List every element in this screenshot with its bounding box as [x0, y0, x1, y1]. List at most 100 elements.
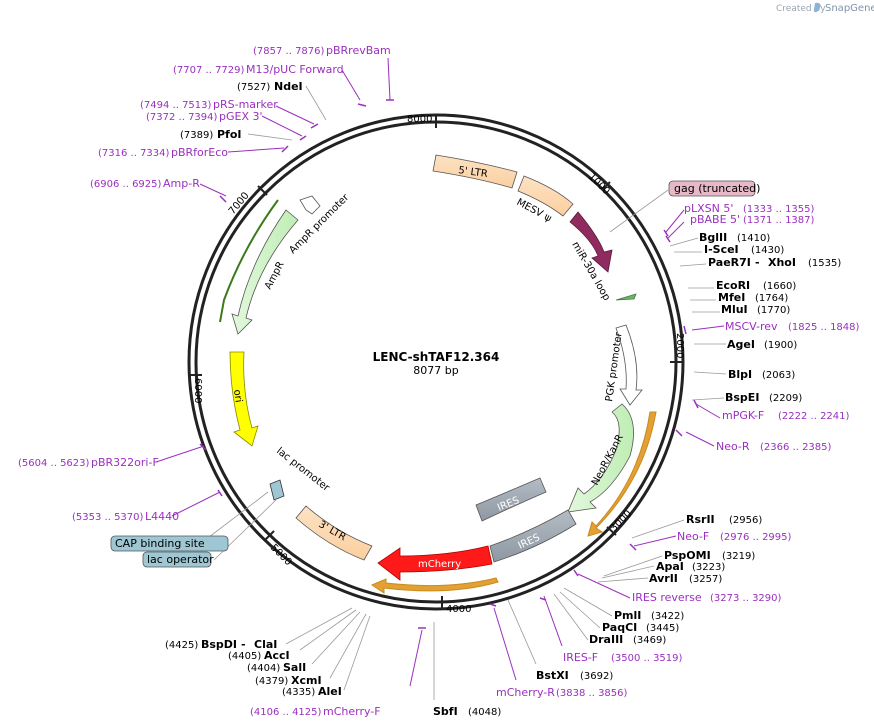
label-xhoi[interactable]: XhoI — [768, 256, 796, 269]
label-pfoi[interactable]: PfoI — [217, 128, 242, 141]
label-bspei-pos: (2209) — [769, 393, 802, 404]
label-mlui[interactable]: MluI — [721, 303, 748, 316]
feature-ori[interactable]: ori — [229, 351, 259, 447]
label-mcherryf[interactable]: mCherry-F — [323, 705, 381, 718]
label-mcherryf-pos: (4106 .. 4125) — [250, 707, 322, 718]
label-alei[interactable]: AleI — [318, 685, 342, 698]
label-sali[interactable]: SalI — [283, 661, 306, 674]
label-draiii[interactable]: DraIII — [589, 633, 623, 646]
label-bspdi-dash: - — [241, 638, 246, 651]
snapgene-credit: Created by SnapGene — [776, 2, 874, 14]
feature-mir30a[interactable]: miR-30a loop — [569, 211, 613, 303]
site-labels-bottom: SbfI (4048) (4106 .. 4125) mCherry-F (43… — [165, 638, 501, 718]
label-ecori-pos: (1660) — [763, 281, 796, 292]
label-pbr322[interactable]: pBR322ori-F — [91, 456, 159, 469]
label-ampr-primer[interactable]: Amp-R — [163, 177, 200, 190]
feature-neokanr[interactable]: NeoR/KanR — [567, 403, 634, 513]
label-m13[interactable]: M13/pUC Forward — [246, 63, 344, 76]
label-neor[interactable]: Neo-R — [716, 440, 750, 453]
label-paer7i[interactable]: PaeR7I — [708, 256, 751, 269]
label-mlui-pos: (1770) — [757, 305, 790, 316]
label-sbfi[interactable]: SbfI — [433, 705, 458, 718]
label-acci[interactable]: AccI — [264, 649, 290, 662]
label-ampr-pos: (6906 .. 6925) — [90, 179, 162, 190]
label-rsrii[interactable]: RsrII — [686, 513, 715, 526]
label-isce[interactable]: I-SceI — [704, 243, 739, 256]
tick-label-2000: 2000 — [674, 333, 685, 358]
box-cap[interactable]: CAP binding site — [110, 535, 229, 552]
feature-label-5ltr: 5' LTR — [458, 165, 489, 180]
label-pbabe[interactable]: pBABE 5' — [690, 213, 740, 226]
label-mpgk[interactable]: mPGK-F — [722, 409, 764, 422]
feature-label-lac: lac promoter — [274, 446, 332, 495]
label-sali-pos: (4404) — [247, 663, 280, 674]
credit-prefix: Created by — [776, 4, 826, 14]
label-iresf[interactable]: IRES-F — [563, 651, 598, 664]
feature-mcherry[interactable]: mCherry — [377, 545, 493, 581]
label-m13-pos: (7707 .. 7729) — [173, 65, 245, 76]
feature-3ltr[interactable]: 3' LTR — [295, 505, 373, 561]
feature-mesv[interactable]: MESV ψ — [515, 175, 574, 225]
label-pbrrevbam-pos: (7857 .. 7876) — [253, 46, 325, 57]
feature-lac-promoter[interactable]: lac promoter — [269, 446, 332, 501]
label-agei[interactable]: AgeI — [727, 338, 755, 351]
label-pbrrevbam[interactable]: pBRrevBam — [326, 44, 391, 57]
label-rsrii-pos: (2956) — [729, 515, 762, 526]
feature-shrna[interactable] — [615, 293, 637, 301]
label-bstxi-pos: (3692) — [580, 671, 613, 682]
label-draiii-pos: (3469) — [633, 635, 666, 646]
primer-marks-right — [489, 229, 699, 607]
label-neof[interactable]: Neo-F — [677, 530, 709, 543]
label-mscv-pos: (1825 .. 1848) — [788, 322, 860, 333]
label-iresrev[interactable]: IRES reverse — [632, 591, 702, 604]
label-pspomi[interactable]: PspOMI — [664, 549, 711, 562]
feature-5ltr[interactable]: 5' LTR — [432, 154, 518, 189]
label-apai[interactable]: ApaI — [656, 560, 684, 573]
label-prs[interactable]: pRS-marker — [213, 98, 278, 111]
label-bspdi[interactable]: BspDI — [201, 638, 237, 651]
feature-ires-1[interactable]: IRES — [475, 477, 547, 522]
feature-pgk-promoter[interactable]: PGK promoter — [604, 324, 643, 406]
label-ndei[interactable]: NdeI — [274, 80, 303, 93]
label-pspomi-pos: (3219) — [722, 551, 755, 562]
label-xhoi-pos: (1535) — [808, 258, 841, 269]
feature-ampr-promoter[interactable]: AmpR promoter — [287, 192, 352, 257]
label-bstxi[interactable]: BstXI — [536, 669, 569, 682]
label-pmli-pos: (3422) — [651, 611, 684, 622]
label-neor-pos: (2366 .. 2385) — [760, 442, 832, 453]
label-pbrforeco[interactable]: pBRforEco — [171, 146, 228, 159]
label-bspei[interactable]: BspEI — [725, 391, 759, 404]
label-ndei-pos: (7527) — [237, 82, 270, 93]
label-clai[interactable]: ClaI — [254, 638, 277, 651]
label-xcmi-pos: (4379) — [255, 676, 288, 687]
feature-orf-orange-2[interactable] — [370, 577, 499, 594]
label-l4440-pos: (5353 .. 5370) — [72, 512, 144, 523]
label-l4440[interactable]: L4440 — [145, 510, 179, 523]
label-mcherryr[interactable]: mCherry-R — [496, 686, 555, 699]
label-bglii[interactable]: BglII — [699, 231, 727, 244]
credit-brand: SnapGene — [825, 3, 874, 14]
label-acci-pos: (4405) — [228, 651, 261, 662]
feature-ires-2[interactable]: IRES — [489, 509, 577, 563]
feature-ampr[interactable]: AmpR — [219, 199, 299, 335]
box-gag[interactable]: gag (truncated) — [668, 180, 760, 197]
label-pmli[interactable]: PmlI — [614, 609, 641, 622]
box-lacop[interactable]: lac operator — [142, 551, 214, 568]
label-xcmi[interactable]: XcmI — [291, 674, 322, 687]
label-plxsn-pos: (1333 .. 1355) — [743, 204, 815, 215]
label-avrii[interactable]: AvrII — [649, 572, 678, 585]
feature-orf-orange-1[interactable] — [587, 411, 657, 537]
label-plxsn[interactable]: pLXSN 5' — [684, 202, 733, 215]
label-paqci[interactable]: PaqCI — [602, 621, 637, 634]
label-ecori[interactable]: EcoRI — [716, 279, 750, 292]
label-mscv[interactable]: MSCV-rev — [725, 320, 778, 333]
label-mfei[interactable]: MfeI — [718, 291, 745, 304]
leader-lines-right — [493, 189, 727, 681]
label-sbfi-pos: (4048) — [468, 707, 501, 718]
label-iresf-pos: (3500 .. 3519) — [611, 653, 683, 664]
label-blpi[interactable]: BlpI — [728, 368, 752, 381]
label-avrii-pos: (3257) — [689, 574, 722, 585]
label-pgex[interactable]: pGEX 3' — [219, 110, 263, 123]
label-blpi-pos: (2063) — [762, 370, 795, 381]
